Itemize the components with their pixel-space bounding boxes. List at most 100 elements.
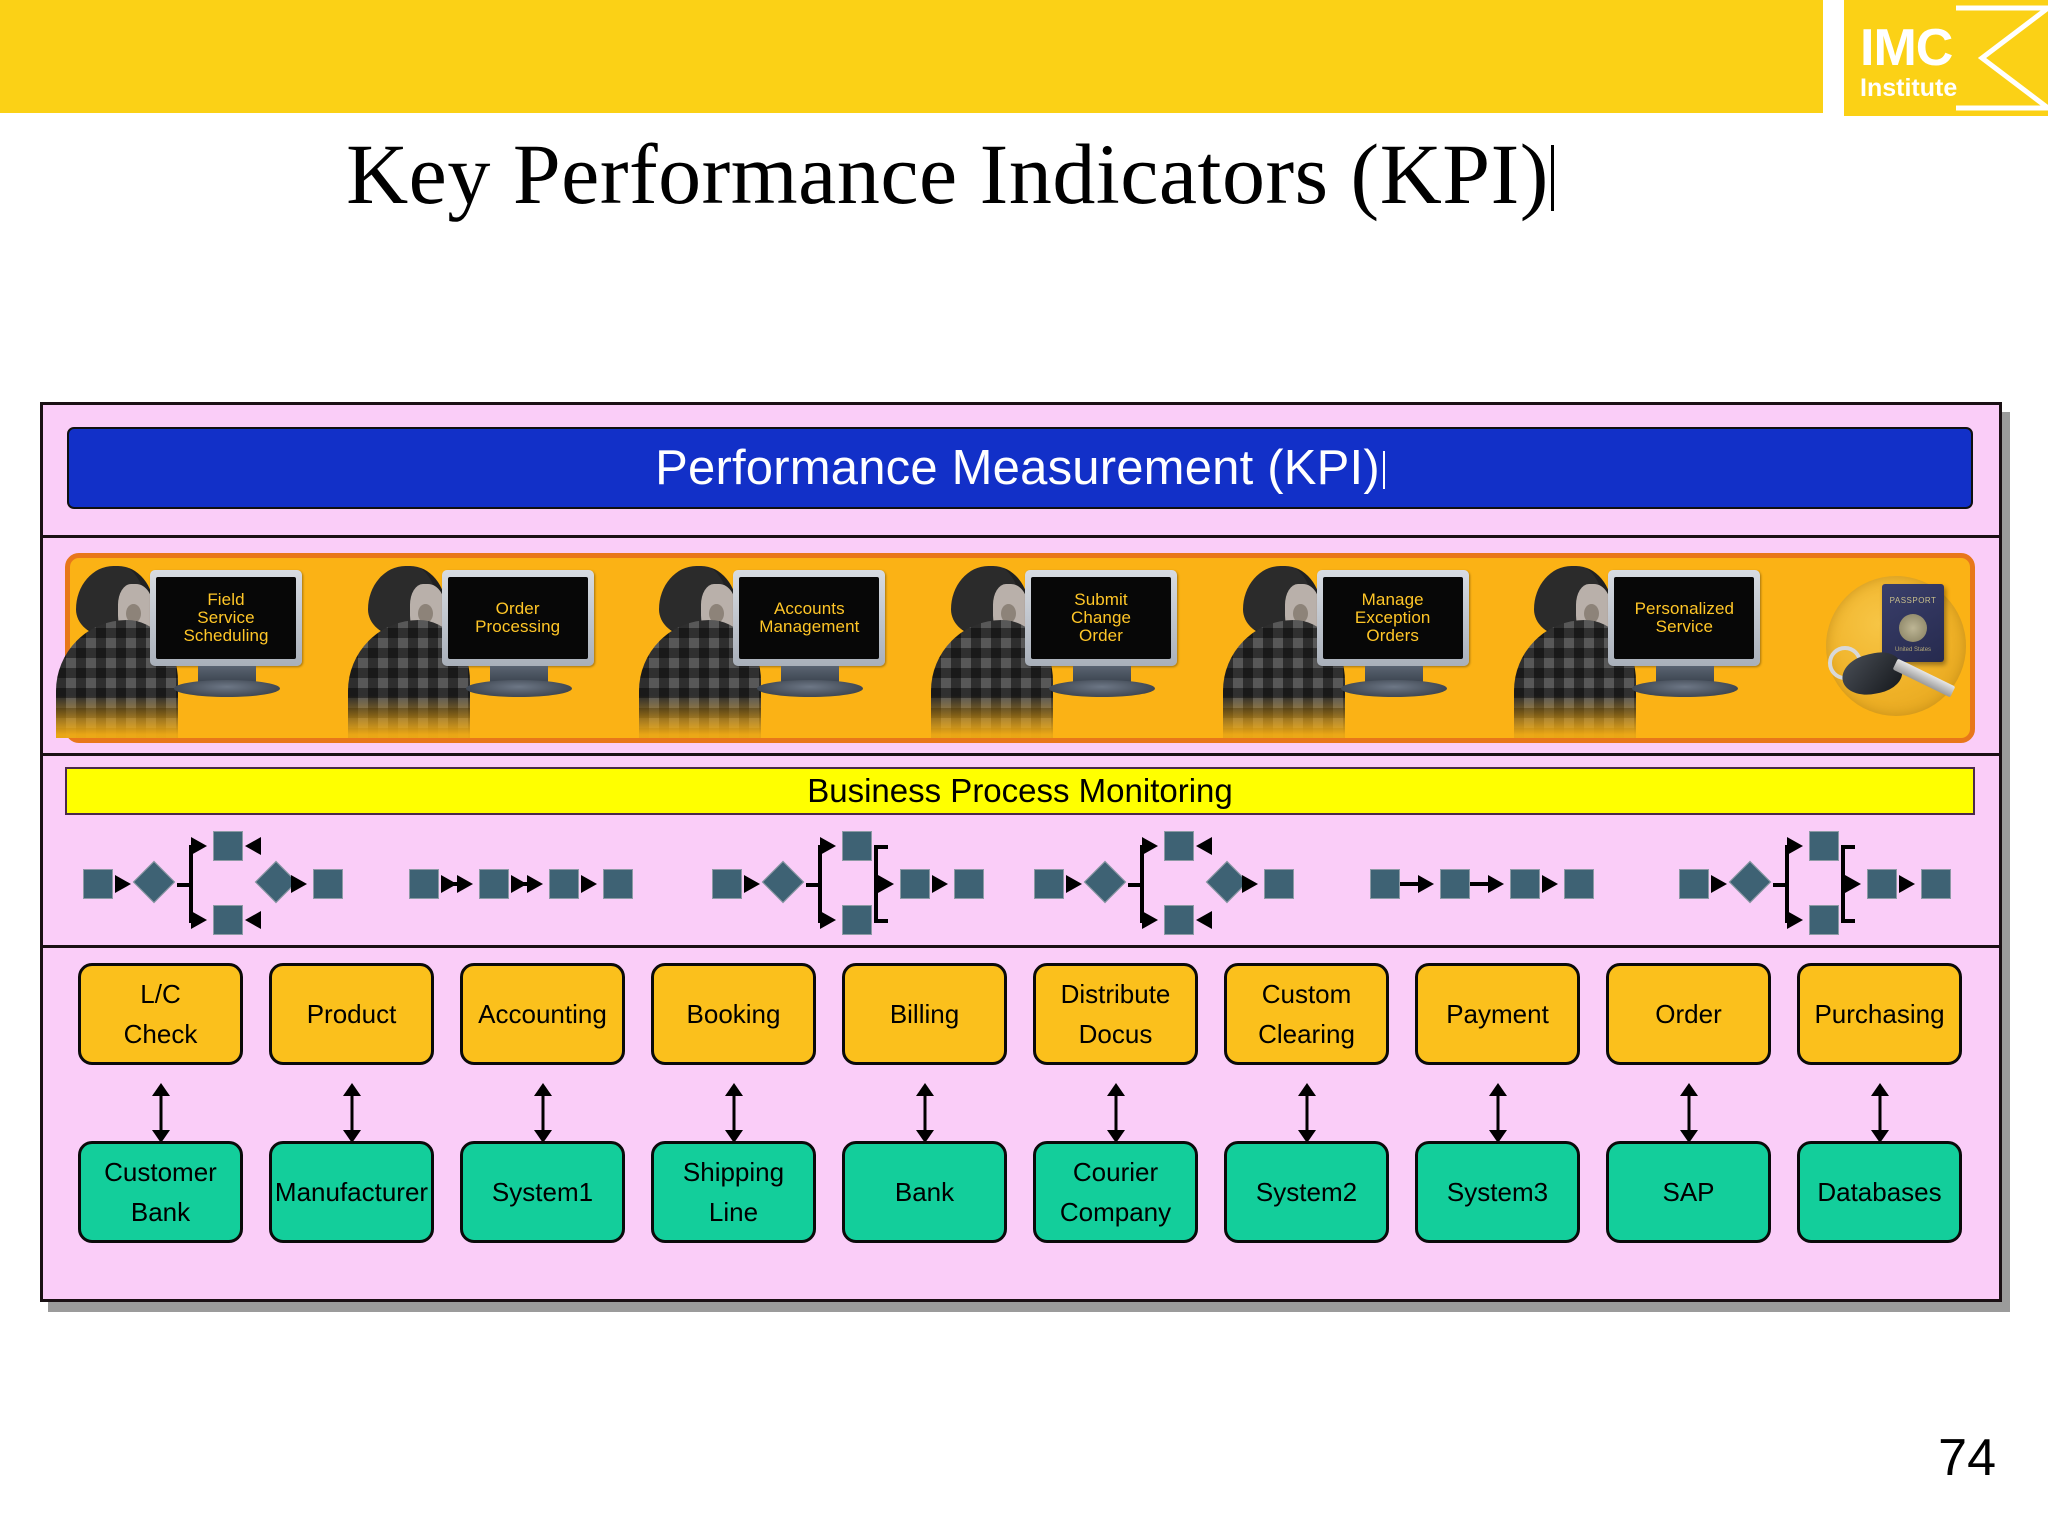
header-bar [0, 0, 1823, 113]
task-cell: Payment [1402, 963, 1593, 1083]
flow-line [177, 883, 193, 887]
system-line-1: Bank [894, 1176, 955, 1207]
arrow-up-icon [724, 1083, 743, 1096]
connector-cell [1020, 1083, 1211, 1143]
task-line-1: Purchasing [1814, 998, 1945, 1029]
task-box[interactable]: Product [269, 963, 434, 1065]
monitor-icon: Accounts Management [733, 570, 886, 666]
person-ear-icon [417, 604, 433, 623]
flow-line [1840, 845, 1855, 849]
system-box[interactable]: Databases [1797, 1141, 1962, 1243]
flow-node [1163, 831, 1194, 861]
flow-line [1470, 882, 1497, 886]
flow-arrow-icon [191, 837, 207, 855]
system-line-1: SAP [1662, 1176, 1715, 1207]
system-box[interactable]: Manufacturer [269, 1141, 434, 1243]
system-box[interactable]: Bank [842, 1141, 1007, 1243]
arrow-up-icon [151, 1083, 170, 1096]
connector-line [732, 1093, 735, 1131]
flow-arrow-icon [1418, 875, 1435, 893]
flow-arrow-icon [1141, 837, 1158, 855]
bpm-label: Business Process Monitoring [807, 772, 1233, 809]
task-box[interactable]: Accounting [460, 963, 625, 1065]
flow-node [899, 869, 930, 899]
person-body-icon [1222, 620, 1345, 738]
process-flow-diagram [1338, 823, 1656, 943]
person-ear-icon [709, 604, 725, 623]
flow-line [873, 845, 888, 849]
monitor-label: Order Processing [475, 598, 561, 636]
flow-node [953, 869, 984, 899]
arrow-up-icon [1679, 1083, 1698, 1096]
system-box[interactable]: SAP [1606, 1141, 1771, 1243]
process-flow-diagram [383, 823, 701, 943]
flow-node [1564, 869, 1595, 899]
system-line-1: Courier [1072, 1156, 1159, 1187]
flow-line [873, 919, 888, 923]
flow-decision-node [132, 860, 176, 904]
person-body-icon [931, 620, 1054, 738]
task-box[interactable]: Billing [842, 963, 1007, 1065]
process-flow-diagram [1020, 823, 1338, 943]
flow-arrow-icon [191, 911, 207, 929]
flow-arrow-icon [1786, 837, 1803, 855]
chevron-logo-icon [1956, 5, 2048, 111]
monitor-base-icon [1632, 680, 1739, 697]
flow-line [1840, 845, 1845, 923]
system-cell: System3 [1402, 1141, 1593, 1261]
process-flow-diagram [65, 823, 383, 943]
monitor-neck-icon [1073, 666, 1132, 684]
task-box[interactable]: Order [1606, 963, 1771, 1065]
flow-arrow-icon [245, 911, 261, 929]
task-box[interactable]: Payment [1415, 963, 1580, 1065]
monitor-neck-icon [1656, 666, 1715, 684]
flow-arrow-icon [1786, 911, 1803, 929]
connector-cell [1784, 1083, 1975, 1143]
arrow-down-icon [1297, 1130, 1316, 1143]
monitor-screen: Personalized Service [1614, 577, 1755, 659]
arrow-down-icon [151, 1130, 170, 1143]
passport-keys-cell: PASSPORT United States [1820, 558, 1970, 738]
flow-line [1127, 883, 1144, 887]
task-line-1: Accounting [478, 998, 607, 1029]
system-box[interactable]: System2 [1224, 1141, 1389, 1243]
logo-institute-text: Institute [1860, 74, 1958, 102]
task-line-2: Docus [1078, 1019, 1153, 1049]
task-box[interactable]: Booking [651, 963, 816, 1065]
imc-institute-logo: IMC Institute [1844, 0, 2048, 116]
monitor-label: Manage Exception Orders [1354, 589, 1431, 645]
monitor-icon: Field Service Scheduling [150, 570, 302, 666]
system-box[interactable]: System1 [460, 1141, 625, 1243]
text-cursor-icon [1550, 145, 1554, 211]
flow-line [189, 845, 193, 923]
flow-node [1920, 869, 1951, 899]
flow-arrow-icon [819, 911, 836, 929]
monitor-label: Accounts Management [759, 598, 860, 636]
flow-arrow-icon [877, 875, 894, 893]
flow-line [1784, 845, 1789, 923]
flow-node [603, 869, 634, 899]
process-flow-strip [65, 823, 1975, 943]
performance-measurement-banner: Performance Measurement (KPI) [67, 427, 1973, 509]
monitor-screen: Submit Change Order [1031, 577, 1172, 659]
flow-arrow-icon [1241, 875, 1258, 893]
monitor-neck-icon [198, 666, 256, 684]
flow-line [873, 845, 878, 923]
flow-arrow-icon [291, 875, 307, 893]
system-box[interactable]: System3 [1415, 1141, 1580, 1243]
flow-arrow-icon [245, 837, 261, 855]
passport-title: PASSPORT [1889, 596, 1937, 605]
flow-node [841, 831, 872, 861]
task-line-1: L/C [140, 978, 181, 1009]
task-cell: Purchasing [1784, 963, 1975, 1083]
task-box[interactable]: Purchasing [1797, 963, 1962, 1065]
arrow-down-icon [915, 1130, 934, 1143]
